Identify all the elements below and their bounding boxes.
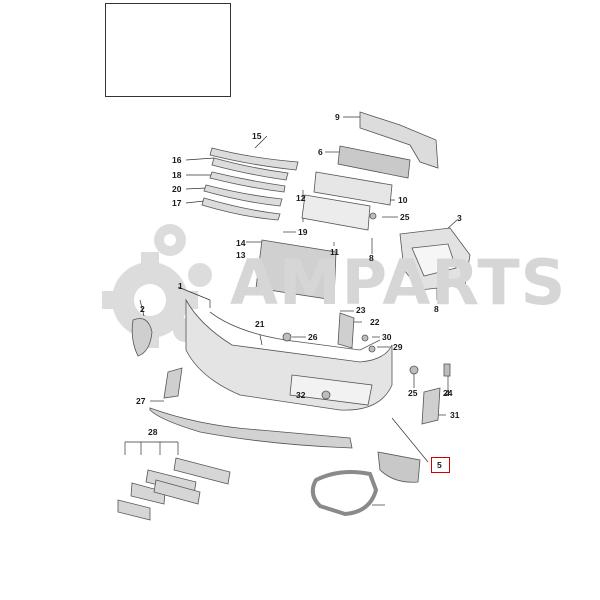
callout-4: 4 [445,388,450,398]
callout-12: 12 [296,193,306,203]
bumper-parts [117,111,471,521]
callout-3: 3 [457,213,462,223]
callout-21: 21 [255,319,265,329]
callout-26: 26 [308,332,318,342]
callout-6: 6 [318,147,323,157]
callout-5: 5 [437,460,442,470]
callout-30: 30 [382,332,392,342]
callout-25b: 25 [408,388,418,398]
callout-24: 24 [443,388,453,398]
vehicle-thumbnail [105,3,231,97]
callout-25a: 25 [400,212,410,222]
callout-9: 9 [335,112,340,122]
callout-1: 1 [178,281,183,291]
callout-31: 31 [450,410,460,420]
callout-23: 23 [356,305,366,315]
callout-32: 32 [296,390,306,400]
callout-10: 10 [398,195,408,205]
callout-11: 11 [330,247,339,257]
callout-14: 14 [236,238,246,248]
callout-19: 19 [298,227,308,237]
callout-20: 20 [172,184,182,194]
watermark-text: AMPARTS [230,246,567,319]
callout-16: 16 [172,155,182,165]
callout-8b: 8 [434,304,439,314]
callout-17: 17 [172,198,182,208]
callout-13: 13 [236,250,246,260]
callout-28: 28 [148,427,158,437]
callout-2: 2 [140,304,145,314]
callout-29: 29 [393,342,403,352]
callout-18: 18 [172,170,182,180]
callout-15: 15 [252,131,262,141]
callout-8a: 8 [369,253,374,263]
callout-5-highlight-box [431,457,450,473]
callout-27: 27 [136,396,146,406]
callout-22: 22 [370,317,380,327]
